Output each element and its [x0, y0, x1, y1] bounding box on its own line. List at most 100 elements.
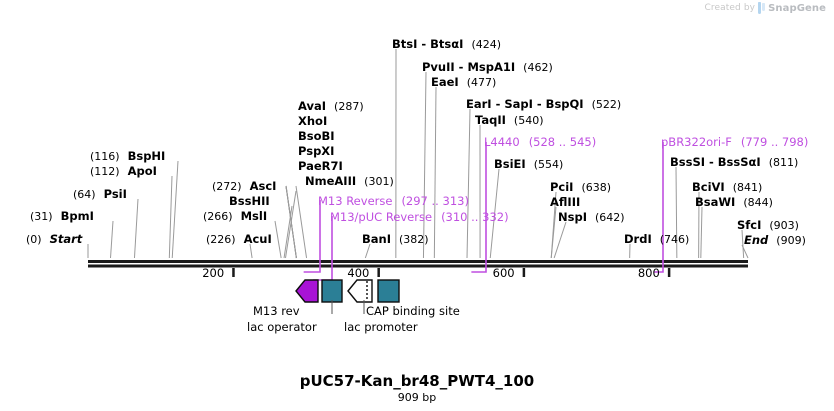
site-position-eari: (522) — [591, 98, 622, 111]
primer-bracket-m13-reverse — [303, 200, 321, 273]
primer-range-m13-puc-reverse: (310 .. 332) — [441, 210, 509, 224]
leader-line-psii — [133, 198, 139, 259]
leader-line-pvuii — [422, 71, 427, 259]
site-label-xhoi[interactable]: XhoI — [298, 112, 335, 128]
leader-line-bpmi — [110, 220, 114, 259]
leader-line-end — [741, 244, 749, 259]
site-label-asci[interactable]: (272)AscI — [212, 177, 276, 193]
site-name-drdi: DrdI — [624, 232, 652, 246]
leader-line-eaei — [433, 86, 437, 259]
site-label-bsssi[interactable]: BssSI - BssSαI (811) — [670, 153, 798, 169]
site-name-apoi: ApoI — [127, 164, 157, 178]
site-label-nspi[interactable]: NspI(642) — [558, 208, 625, 224]
site-label-pcii[interactable]: PciI(638) — [550, 178, 611, 194]
site-label-bsiei[interactable]: BsiEI (554) — [494, 155, 563, 171]
site-position-asci: (272) — [212, 180, 242, 193]
site-label-taqii[interactable]: TaqII(540) — [475, 111, 544, 127]
ruler-tick-200 — [232, 268, 235, 277]
primer-range-l4440: (528 .. 545) — [528, 135, 597, 149]
site-position-bsphi: (116) — [90, 150, 120, 163]
site-position-bsiei: (554) — [533, 158, 564, 171]
site-name-bcivi: BciVI — [692, 180, 725, 194]
site-name-bsphi: BspHI — [127, 149, 166, 163]
site-label-afliii[interactable]: AflIII — [550, 193, 588, 209]
site-position-bsssi: (811) — [768, 156, 799, 169]
site-position-pvuii: (462) — [523, 61, 553, 74]
feature-cap-binding-site[interactable] — [377, 279, 400, 303]
primer-label-m13-reverse[interactable]: M13 Reverse(297 .. 313) — [318, 192, 469, 208]
site-label-msli[interactable]: (266)MslI — [203, 207, 267, 223]
site-label-sfci[interactable]: SfcI(903) — [737, 216, 799, 232]
feature-lac-promoter[interactable] — [347, 279, 373, 303]
site-label-avai[interactable]: AvaI(287) — [298, 97, 364, 113]
site-label-bsphi[interactable]: (116) BspHI — [90, 147, 165, 163]
site-position-avai: (287) — [334, 100, 364, 113]
site-name-taqii: TaqII — [475, 113, 506, 127]
site-name-xhoi: XhoI — [298, 114, 328, 128]
snapgene-logo-icon — [758, 2, 765, 14]
site-label-bsawi[interactable]: BsaWI(844) — [695, 193, 773, 209]
leader-line-nmeaiii — [295, 185, 308, 259]
leader-line-nspi — [553, 221, 567, 259]
primer-label-l4440[interactable]: L4440(528 .. 545) — [484, 133, 596, 149]
leader-line-bsawi — [700, 206, 703, 259]
site-label-acui[interactable]: (226)AcuI — [206, 230, 272, 246]
site-position-bcivi: (841) — [732, 181, 763, 194]
site-label-psii[interactable]: (64)PsiI — [73, 185, 127, 201]
site-name-bsiei: BsiEI — [494, 157, 526, 171]
leader-line-sfci — [741, 229, 745, 259]
site-position-psii: (64) — [73, 188, 96, 201]
snapgene-watermark: Created by SnapGene — [705, 2, 826, 14]
site-name-paer7i: PaeR7I — [298, 159, 343, 173]
site-label-nmeaiii[interactable]: NmeAIII(301) — [305, 172, 394, 188]
site-position-bsawi: (844) — [743, 196, 773, 209]
feature-label-lac-promoter[interactable]: lac promoter — [344, 320, 418, 334]
site-label-bpmi[interactable]: (31)BpmI — [30, 207, 94, 223]
primer-label-m13-puc-reverse[interactable]: M13/pUC Reverse(310 .. 332) — [330, 208, 509, 224]
feature-label-cap-binding-site[interactable]: CAP binding site — [366, 304, 460, 318]
site-label-bani[interactable]: BanI(382) — [362, 230, 429, 246]
backbone-line-bottom — [88, 264, 748, 268]
site-label-pvuii[interactable]: PvuII - MspA1I(462) — [422, 58, 553, 74]
site-name-btsi: BtsI - BtsαI — [392, 37, 464, 51]
site-name-end: End — [744, 233, 769, 247]
feature-m13-rev[interactable] — [295, 279, 319, 303]
backbone-line-top — [88, 260, 748, 263]
feature-lac-operator[interactable] — [321, 279, 343, 303]
site-name-acui: AcuI — [243, 232, 272, 246]
leader-line-bsshii — [283, 205, 293, 259]
site-label-apoi[interactable]: (112)ApoI — [90, 162, 157, 178]
site-name-eari: EarI - SapI - BspQI — [466, 97, 584, 111]
site-label-end[interactable]: End (909) — [744, 231, 806, 247]
site-name-bsssi: BssSI - BssSαI — [670, 155, 761, 169]
leader-line-bsphi — [171, 160, 179, 259]
site-label-bsobi[interactable]: BsoBI — [298, 127, 343, 143]
site-position-bpmi: (31) — [30, 210, 53, 223]
ruler-label-800: 800 — [637, 266, 660, 280]
site-label-pspxi[interactable]: PspXI — [298, 142, 342, 158]
site-name-start: Start — [49, 232, 83, 246]
site-label-bcivi[interactable]: BciVI (841) — [692, 178, 762, 194]
ruler-label-600: 600 — [492, 266, 515, 280]
site-name-eaei: EaeI — [431, 75, 459, 89]
leader-line-afliii — [550, 206, 557, 259]
site-label-paer7i[interactable]: PaeR7I — [298, 157, 351, 173]
site-label-start[interactable]: (0) Start — [26, 230, 82, 246]
watermark-created-by: Created by — [704, 3, 756, 13]
site-position-start: (0) — [26, 233, 42, 246]
feature-label-m13-rev[interactable]: M13 rev — [253, 304, 300, 318]
site-label-bsshii[interactable]: BssHII — [221, 192, 270, 208]
site-name-pspxi: PspXI — [298, 144, 335, 158]
site-position-end: (909) — [776, 234, 806, 247]
site-label-eari[interactable]: EarI - SapI - BspQI (522) — [466, 95, 621, 111]
site-position-bani: (382) — [399, 233, 429, 246]
primer-label-pbr322ori-f[interactable]: pBR322ori-F(779 .. 798) — [661, 133, 808, 149]
site-name-pcii: PciI — [550, 180, 574, 194]
feature-label-lac-operator[interactable]: lac operator — [247, 320, 317, 334]
site-position-eaei: (477) — [466, 76, 497, 89]
site-label-btsi[interactable]: BtsI - BtsαI(424) — [392, 35, 501, 51]
site-label-eaei[interactable]: EaeI (477) — [431, 73, 496, 89]
leader-line-msli — [274, 220, 282, 259]
site-label-drdi[interactable]: DrdI(746) — [624, 230, 689, 246]
